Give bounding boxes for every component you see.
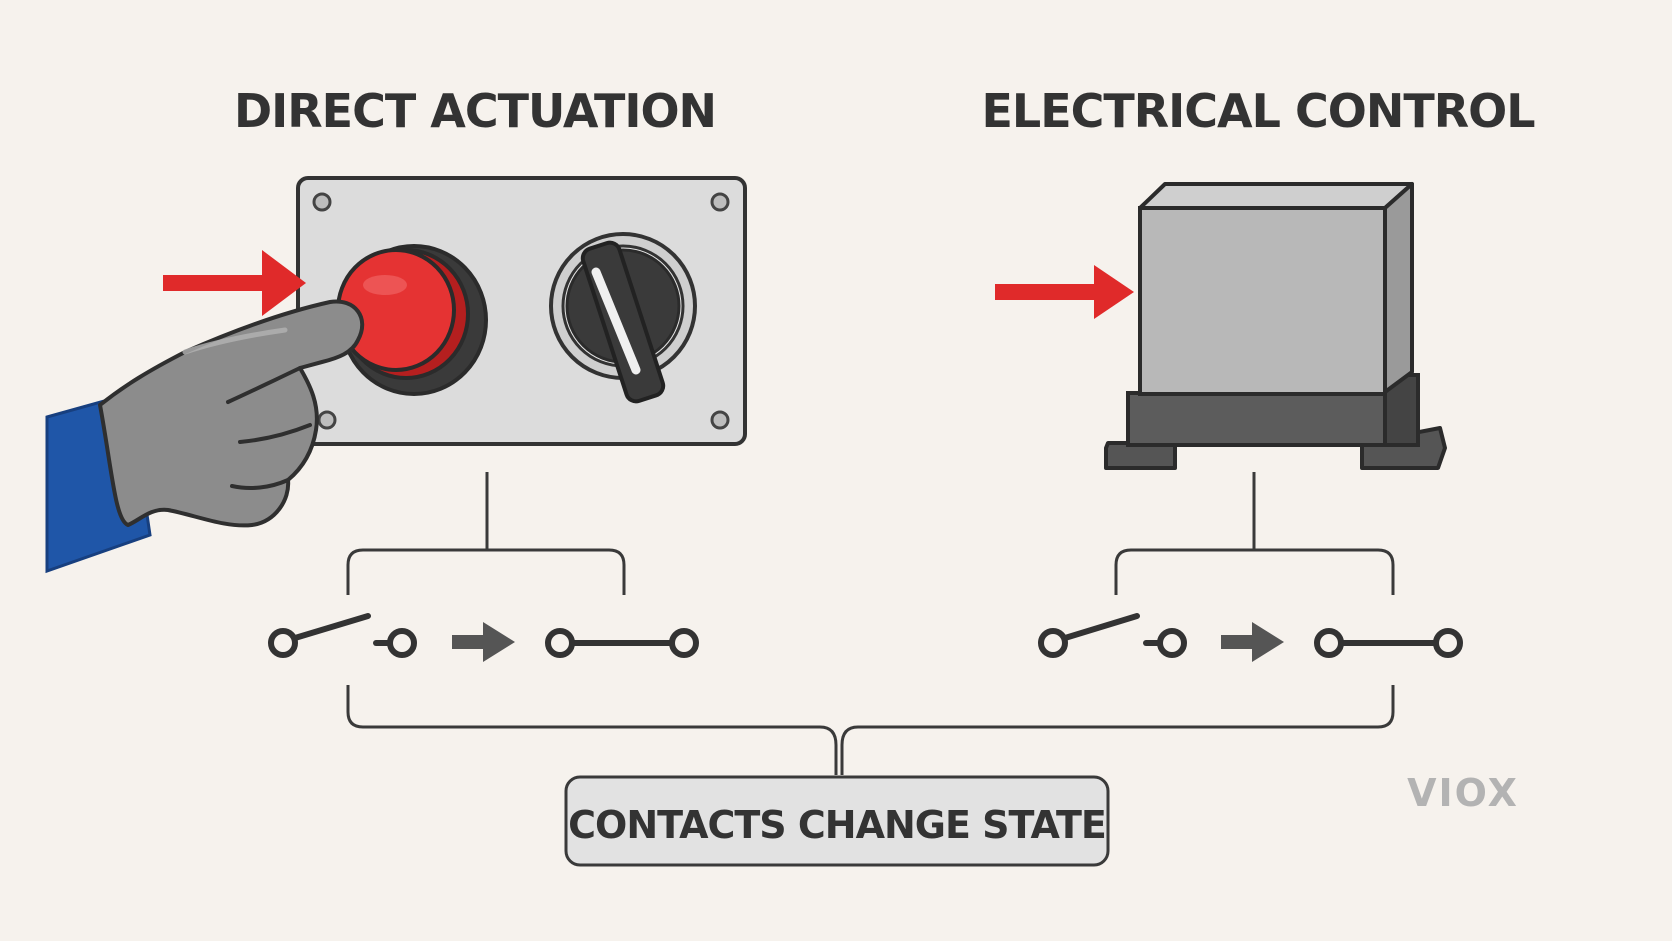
gloved-hand-icon	[45, 299, 365, 574]
glove	[98, 299, 365, 528]
state-change-arrow-icon	[1221, 622, 1284, 662]
screw-icon	[710, 192, 730, 212]
actuation-arrow-icon	[163, 250, 306, 316]
state-change-arrow-icon	[452, 622, 515, 662]
result-box: CONTACTS CHANGE STATE	[564, 775, 1110, 867]
panel-screws	[312, 192, 730, 430]
right-contacts	[1038, 472, 1463, 662]
control-panel	[296, 176, 747, 446]
closed-contact-icon	[1314, 628, 1463, 658]
screw-icon	[312, 192, 332, 212]
electrical-control-title: ELECTRICAL CONTROL	[981, 84, 1535, 138]
screw-icon	[317, 410, 337, 430]
selector-switch	[549, 232, 697, 404]
control-signal-arrow-icon	[995, 265, 1134, 319]
relay-module	[1104, 182, 1447, 470]
open-contact-icon	[1038, 613, 1187, 658]
closed-contact-icon	[545, 628, 699, 658]
left-contacts	[268, 472, 699, 662]
contacts-change-state-label: CONTACTS CHANGE STATE	[568, 803, 1106, 847]
logo-text: VIOX	[1407, 771, 1519, 815]
direct-actuation-title: DIRECT ACTUATION	[234, 84, 716, 138]
screw-icon	[710, 410, 730, 430]
combining-bracket	[346, 685, 1395, 775]
viox-logo: VIOX	[1407, 771, 1519, 815]
open-contact-icon	[268, 613, 417, 658]
